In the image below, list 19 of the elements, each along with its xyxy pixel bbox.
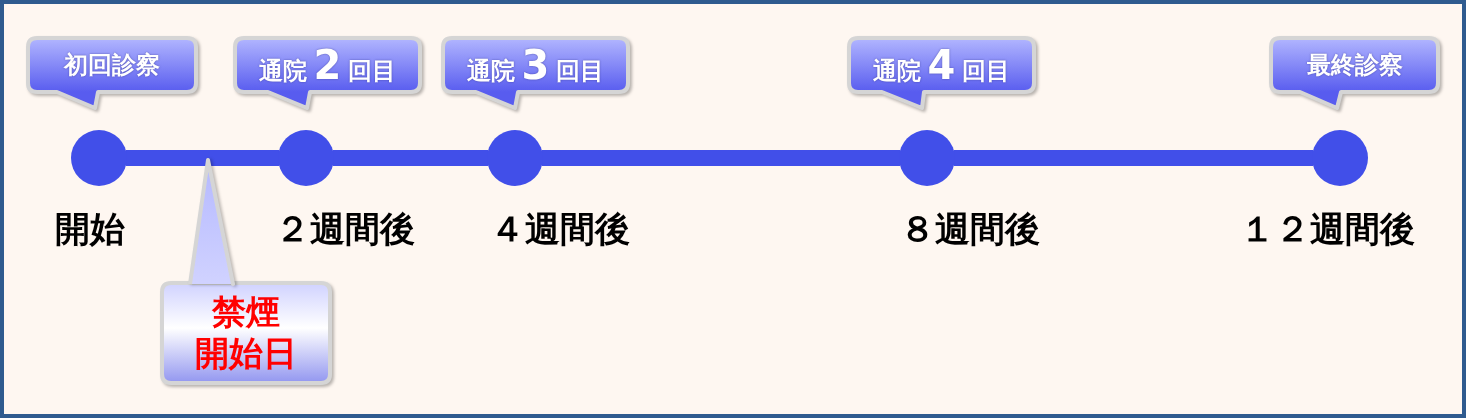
time-label: １２週間後 <box>1240 212 1415 247</box>
callout-pointer <box>188 158 235 286</box>
timeline-segment <box>541 150 901 166</box>
timeline-segment <box>125 150 280 166</box>
speech-bubble <box>847 36 1038 112</box>
speech-bubble <box>26 36 200 112</box>
speech-bubble <box>233 36 424 112</box>
callout-bubble <box>160 281 334 387</box>
timeline-segment <box>953 150 1314 166</box>
time-label: ２週間後 <box>275 212 415 247</box>
time-label: 開始 <box>55 212 125 247</box>
speech-bubble <box>1269 36 1442 112</box>
time-label: ８週間後 <box>900 212 1040 247</box>
bubble-text: 初回診察 <box>64 53 160 77</box>
bubble-text: 禁煙開始日 <box>194 291 298 375</box>
time-label: ４週間後 <box>490 212 630 247</box>
bubble-text: 最終診察 <box>1306 53 1403 77</box>
timeline-segment <box>332 150 489 166</box>
speech-bubble <box>441 36 632 112</box>
